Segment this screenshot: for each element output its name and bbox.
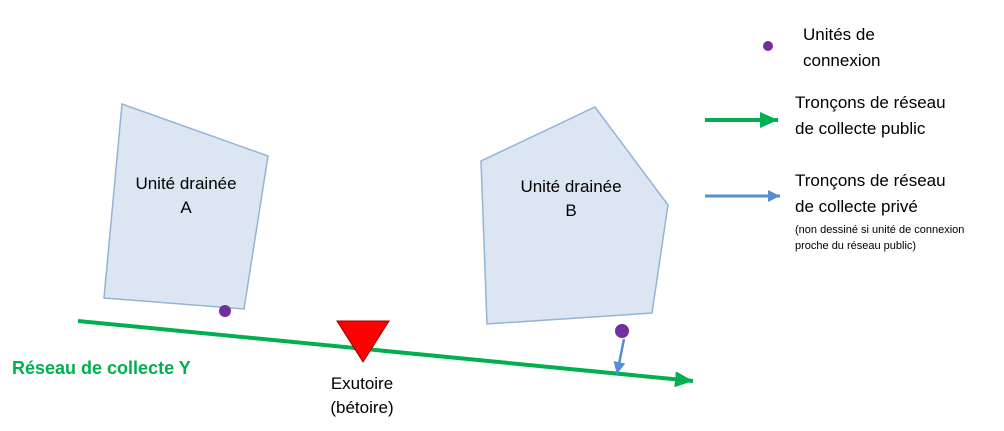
unit-a-label-line1: Unité drainée: [135, 174, 237, 193]
legend-connection-label: Unités de connexion: [803, 22, 881, 75]
legend-connection-line2: connexion: [803, 51, 881, 71]
private-connection-arrow: [613, 338, 626, 375]
legend-private-note-line1: (non dessiné si unité de connexion: [795, 223, 965, 236]
drained-unit-a-shape: [103, 102, 269, 310]
legend-public-line1: Tronçons de réseau: [795, 93, 946, 112]
outlet-label: Exutoire (bétoire): [298, 372, 426, 420]
legend-public-label: Tronçons de réseau de collecte public: [795, 90, 946, 143]
legend-private-label: Tronçons de réseau de collecte privé (no…: [795, 168, 964, 255]
drained-unit-b-shape: [480, 106, 669, 325]
legend-connection-dot-icon: [763, 41, 773, 51]
connection-unit-b-dot: [615, 324, 629, 338]
legend-private-note: (non dessiné si unité de connexion proch…: [795, 223, 964, 255]
unit-b-label: Unité drainée B: [495, 175, 647, 223]
legend-private-line1: Tronçons de réseau: [795, 171, 946, 190]
unit-b-label-line1: Unité drainée: [520, 177, 622, 196]
collection-network-line: [77, 319, 694, 388]
legend-private-note-line2: proche du réseau public): [795, 239, 917, 252]
outlet-label-line1: Exutoire: [330, 374, 394, 393]
legend-connection-line1: Unités de: [803, 25, 875, 44]
unit-a-label: Unité drainée A: [110, 172, 262, 220]
outlet-label-line2: (bétoire): [330, 397, 394, 417]
unit-a-label-line2: A: [180, 197, 192, 217]
legend-private-line2: de collecte privé: [795, 197, 918, 217]
unit-b-label-line2: B: [565, 200, 577, 220]
network-name-label: Réseau de collecte Y: [12, 358, 191, 378]
outlet-marker: [336, 320, 390, 363]
connection-unit-a-dot: [219, 305, 231, 317]
legend-public-line2: de collecte public: [795, 119, 926, 139]
